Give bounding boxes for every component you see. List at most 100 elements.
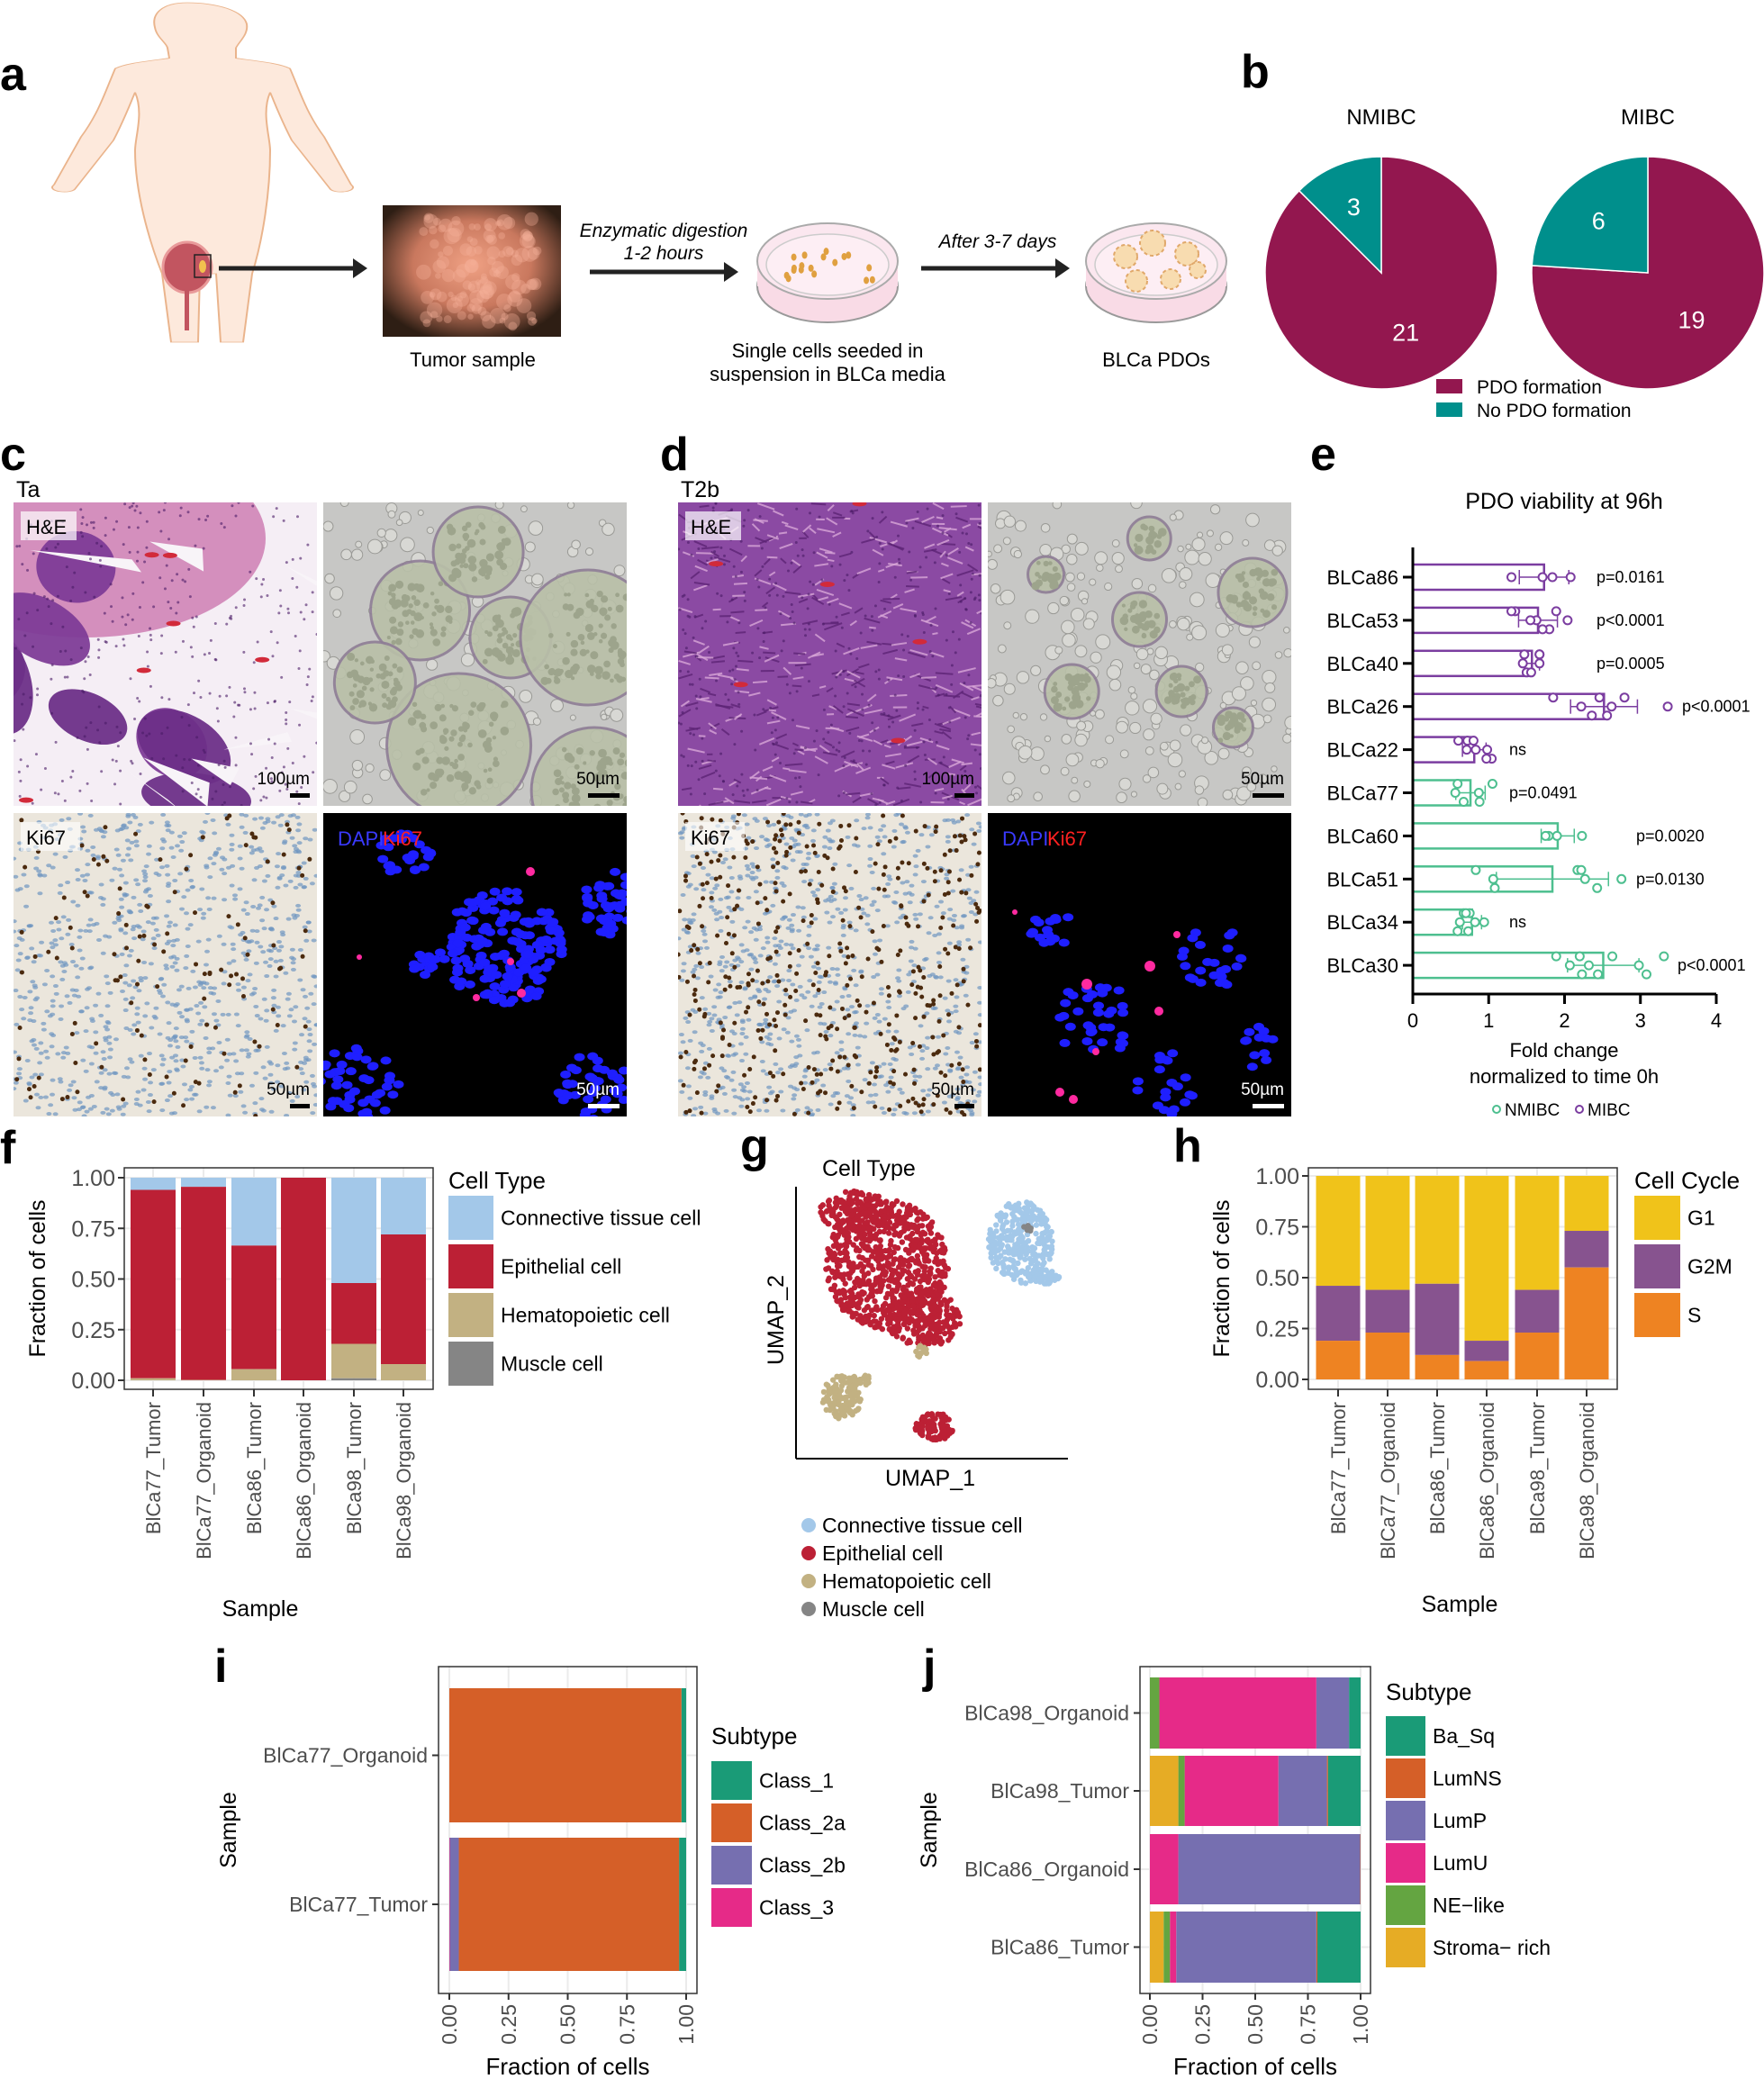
tumor-texture <box>429 225 438 235</box>
tissue-fiber <box>777 610 791 619</box>
hematoxylin-nucleus <box>783 842 790 846</box>
nucleus-dot <box>877 580 881 583</box>
tissue-fiber <box>971 696 980 701</box>
dapi-nucleus <box>450 956 462 965</box>
dapi-nucleus <box>544 945 556 954</box>
dapi-nucleus <box>613 890 625 899</box>
hematoxylin-nucleus <box>821 845 828 849</box>
hematoxylin-nucleus <box>146 1109 152 1114</box>
organoid <box>1160 268 1181 290</box>
hematoxylin-nucleus <box>204 813 211 816</box>
hematoxylin-nucleus <box>977 1000 982 1005</box>
hematoxylin-nucleus <box>56 927 62 932</box>
nucleus-dot <box>206 514 210 518</box>
nucleus-dot <box>84 660 87 664</box>
hematoxylin-nucleus <box>203 1035 209 1040</box>
hematoxylin-nucleus <box>113 1037 119 1042</box>
hematoxylin-nucleus <box>165 872 171 877</box>
nucleus-dot <box>69 658 73 662</box>
ki67-positive-nucleus <box>65 1095 70 1100</box>
nucleus-dot <box>801 596 804 600</box>
hematoxylin-nucleus <box>41 1021 47 1026</box>
organoid-texture <box>460 736 466 741</box>
organoid-texture <box>448 543 457 552</box>
dapi-nucleus <box>581 885 593 894</box>
hematoxylin-nucleus <box>729 1029 736 1034</box>
brightfield-organoid-image: 50µm <box>988 502 1291 806</box>
hematoxylin-nucleus <box>830 1008 837 1012</box>
tissue-fiber <box>709 729 718 735</box>
organoid-texture <box>396 628 404 637</box>
dapi-nucleus <box>393 1080 404 1089</box>
hematoxylin-nucleus <box>133 844 140 848</box>
hematoxylin-nucleus <box>50 974 56 979</box>
organoid-texture <box>405 620 410 625</box>
organoid-texture <box>420 615 424 620</box>
hematoxylin-nucleus <box>777 945 783 950</box>
hematoxylin-nucleus <box>231 893 238 898</box>
hematoxylin-nucleus <box>678 1033 684 1037</box>
organoid-texture <box>1241 718 1246 723</box>
organoid-texture <box>392 617 396 621</box>
hematoxylin-nucleus <box>167 1044 173 1048</box>
hematoxylin-nucleus <box>874 1013 881 1017</box>
tissue-fiber <box>934 730 944 735</box>
hematoxylin-nucleus <box>678 831 683 836</box>
nucleus-dot <box>63 799 67 802</box>
hematoxylin-nucleus <box>156 872 162 877</box>
hematoxylin-nucleus <box>976 828 982 833</box>
hematoxylin-nucleus <box>242 1110 249 1115</box>
hematoxylin-nucleus <box>50 865 56 870</box>
nucleus-dot <box>686 764 690 767</box>
organoid-texture <box>483 768 488 773</box>
hematoxylin-nucleus <box>894 920 900 925</box>
hematoxylin-nucleus <box>285 917 292 921</box>
organoid-texture <box>555 804 561 806</box>
hematoxylin-nucleus <box>788 815 794 819</box>
organoid-texture <box>1053 682 1058 686</box>
hematoxylin-nucleus <box>210 818 216 822</box>
nucleus-dot <box>149 638 153 642</box>
organoid-texture <box>583 761 587 765</box>
hematoxylin-nucleus <box>801 880 808 884</box>
dapi-nucleus <box>553 1089 565 1098</box>
nucleus-dot <box>133 509 137 512</box>
hematoxylin-nucleus <box>161 982 167 987</box>
hematoxylin-nucleus <box>820 1083 827 1088</box>
ki67-positive-nucleus <box>957 877 963 882</box>
organoid-texture <box>1168 682 1173 688</box>
organoid-texture <box>485 737 493 744</box>
tumor-texture <box>441 268 456 283</box>
tumor-texture <box>480 311 492 321</box>
tissue-fiber <box>897 786 911 790</box>
hematoxylin-nucleus <box>899 1090 905 1095</box>
nucleus-dot <box>139 511 142 515</box>
hematoxylin-nucleus <box>41 982 48 987</box>
ki67-positive-nucleus <box>91 856 96 862</box>
nucleus-dot <box>834 694 837 698</box>
nucleus-dot <box>159 652 163 655</box>
dapi-nucleus <box>502 887 513 896</box>
hematoxylin-nucleus <box>46 863 52 868</box>
organoid-texture <box>395 580 404 589</box>
tumor-texture <box>479 284 495 300</box>
hematoxylin-nucleus <box>739 1020 746 1025</box>
nucleus-dot <box>17 770 21 773</box>
hematoxylin-nucleus <box>714 883 720 888</box>
hematoxylin-nucleus <box>84 1109 90 1114</box>
tissue-fiber <box>678 709 692 718</box>
nucleus-dot <box>896 534 900 538</box>
tissue-fiber <box>939 542 956 546</box>
nucleus-dot <box>947 706 951 710</box>
hematoxylin-nucleus <box>698 1105 704 1109</box>
nucleus-dot <box>739 539 743 543</box>
single-cell <box>1250 700 1258 707</box>
nucleus-dot <box>755 789 759 792</box>
nucleus-dot <box>169 607 173 610</box>
nucleus-dot <box>234 606 238 610</box>
hematoxylin-nucleus <box>753 979 759 983</box>
organoid-texture <box>601 595 609 603</box>
organoid-texture <box>1043 560 1049 566</box>
nucleus-dot <box>21 702 24 706</box>
hematoxylin-nucleus <box>845 835 851 839</box>
